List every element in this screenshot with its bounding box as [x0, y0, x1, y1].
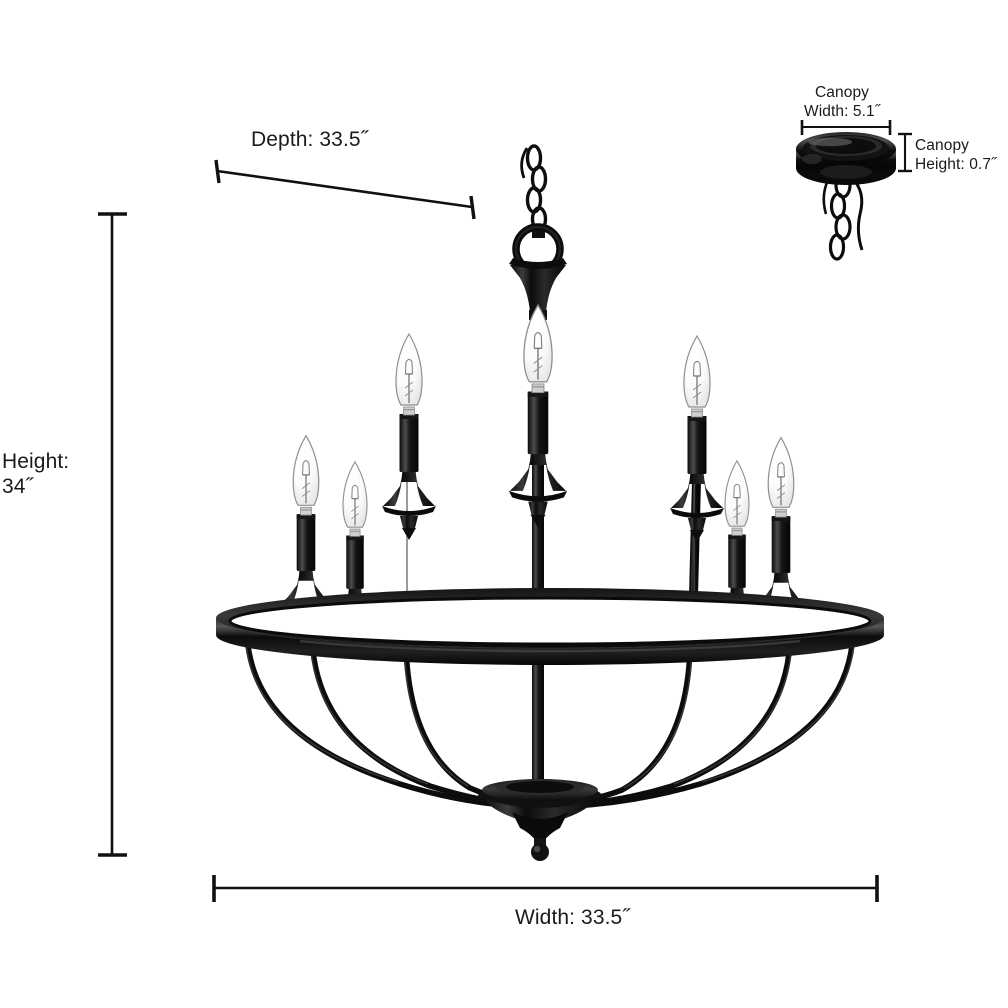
label-canopy-width: Canopy Width: 5.1˝ [804, 84, 881, 120]
label-canopy-height: Canopy Height: 0.7˝ [915, 137, 997, 173]
basket-wires-highlight [244, 631, 856, 789]
bottom-finial [478, 779, 602, 861]
dimension-line-canopy-width [800, 120, 892, 135]
canopy-chain [822, 171, 864, 261]
dimension-line-width [212, 875, 879, 902]
dimension-line-height [98, 212, 127, 857]
dimension-line-depth [214, 159, 476, 220]
main-ring [216, 588, 884, 665]
canopy-assembly [796, 132, 896, 261]
suspension-chain [520, 144, 548, 232]
chandelier-body [216, 144, 884, 861]
label-height: Height: 34˝ [2, 450, 70, 498]
dimension-line-canopy-height [898, 132, 912, 173]
label-depth: Depth: 33.5˝ [251, 128, 368, 151]
label-width: Width: 33.5˝ [515, 906, 630, 929]
